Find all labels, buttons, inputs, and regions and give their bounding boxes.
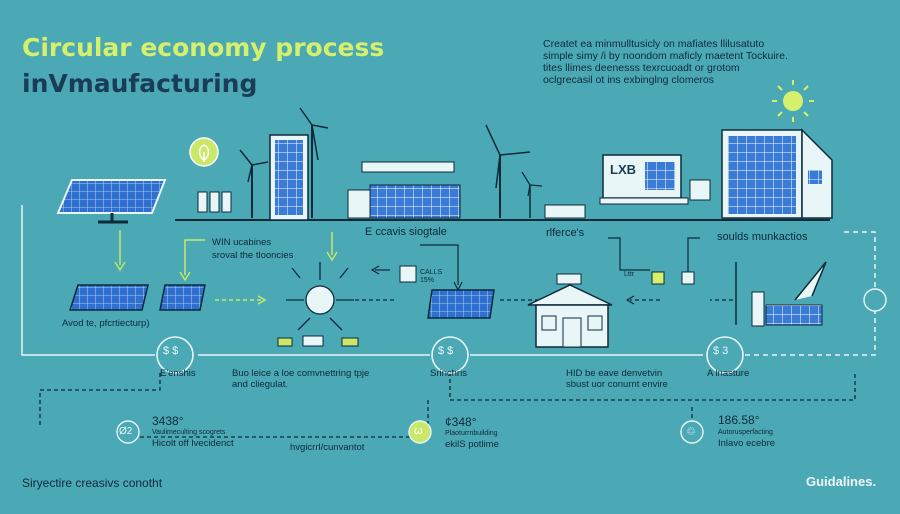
title-line-1: Circular economy process <box>22 33 385 62</box>
metric-icon: ♲ <box>686 426 696 438</box>
metric-sub: Plaoturrnbuilding <box>445 430 498 437</box>
label-pct: 15% <box>420 277 435 284</box>
stage-icon: $ $ <box>438 345 454 357</box>
metric-sub: Autorusperfacting <box>718 429 773 436</box>
metric-sub: Vaulimeculting scogrets <box>152 429 226 436</box>
description-line: oclgrecasil ot ins exbinglng clomeros <box>543 74 714 86</box>
metric-icon: ω <box>414 425 423 437</box>
label-lab: LXB <box>610 162 636 177</box>
metric-note: ekilS potlime <box>445 439 499 450</box>
label-ltr: Lttr <box>624 271 635 278</box>
footer-left: Siryectire creasivs conotht <box>22 476 163 490</box>
description-line: simple simy /i by noondom maficly maeten… <box>543 50 788 62</box>
title-line-2: inVmaufacturing <box>22 69 258 98</box>
label-calls: CALLS <box>420 269 443 276</box>
metric-note: Hicolt off lvecidenct <box>152 438 234 449</box>
label-avoid: Avod te, pfcrtiecturp) <box>62 318 150 329</box>
description: Createt ea minmulltusicly on mafiates ll… <box>543 38 803 86</box>
stage-note-left: Buo leice a loe comvnettring tpje and cl… <box>232 368 369 390</box>
label-wind-sub: sroval the tlooncies <box>212 250 294 261</box>
metric-note: Inlavo ecebre <box>718 438 776 449</box>
stage-label: E'enshis <box>160 368 196 379</box>
stage-icon: $ 3 <box>713 345 729 357</box>
stage-label: Srinchris <box>430 368 467 379</box>
label-solids: soulds munkactios <box>717 231 808 243</box>
metric-value: 186.58° <box>718 413 760 427</box>
stage-label: A lnasture <box>707 368 750 379</box>
label-ecavis: E ccavis siogtale <box>365 226 447 238</box>
metric-icon: Ø2 <box>119 426 133 437</box>
description-line: tites llimes deenesss texrcuoadt or grot… <box>543 62 740 74</box>
stage-note-right: HID be eave denvetvin sbust uor conurnt … <box>566 368 668 390</box>
note-line: HID be eave denvetvin <box>566 368 663 379</box>
solar-panel-large <box>56 179 167 224</box>
footer-right: Guidalines. <box>806 474 877 489</box>
note-line: and cliegulat. <box>232 379 288 390</box>
note-line: sbust uor conurnt envire <box>566 379 668 390</box>
description-line: Createt ea minmulltusicly on mafiates ll… <box>543 38 765 50</box>
page-title: Circular economy process inVmaufacturing <box>22 30 384 102</box>
label-rferce: rlferce's <box>546 227 585 239</box>
center-note: hvgicrrl/cunvantot <box>290 442 365 453</box>
metric-value: 3438° <box>152 414 184 428</box>
note-line: Buo leice a loe comvnettring tpje <box>232 368 370 379</box>
stage-icon: $ $ <box>163 345 179 357</box>
label-wind-turbines: WIN ucabines <box>212 237 272 248</box>
metric-value: ¢348° <box>445 415 477 429</box>
